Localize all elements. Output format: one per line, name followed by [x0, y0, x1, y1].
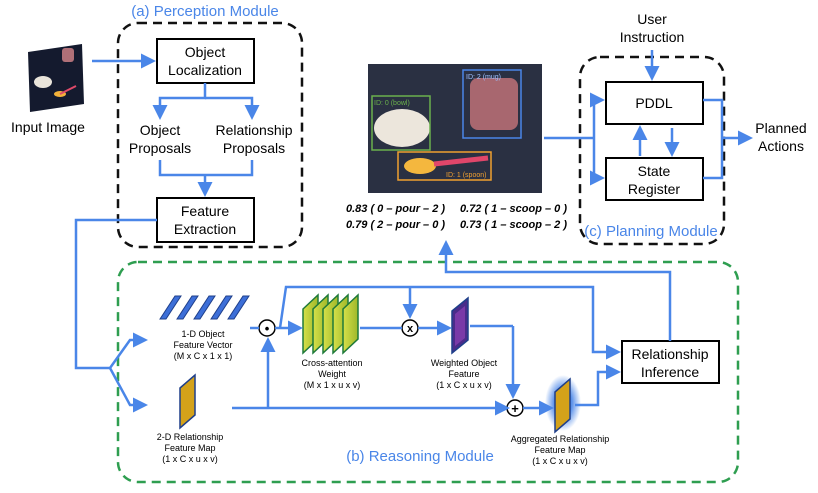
plus-operator-symbol: + — [511, 401, 519, 416]
aggregated-feature-map-line2: Feature Map — [534, 445, 585, 455]
planned-actions-line2: Actions — [758, 138, 804, 154]
object-feature-vector-line1: 1-D Object — [181, 329, 225, 339]
bbox-spoon — [397, 151, 492, 181]
weighted-object-feature-line3: (1 x C x u x v) — [436, 380, 492, 390]
detection-label-spoon: ID: 1 (spoon) — [446, 172, 486, 179]
aggregated-feature-map-icon — [545, 375, 581, 434]
score-2: 0.72 ( 1 – scoop – 0 ) — [460, 203, 567, 215]
reasoning-module-title: (b) Reasoning Module — [346, 448, 494, 465]
relationship-feature-map-line2: Feature Map — [164, 443, 215, 453]
relationship-inference-line1: Relationship — [631, 346, 708, 362]
cross-attention-line3: (M x 1 x u x v) — [304, 380, 361, 390]
relationship-feature-map-line3: (1 x C x u x v) — [162, 454, 218, 464]
relationship-proposals-line1: Relationship — [215, 122, 292, 138]
dot-operator-symbol: • — [265, 321, 270, 336]
reasoning-arrows — [232, 240, 672, 416]
score-4: 0.73 ( 1 – scoop – 2 ) — [460, 219, 567, 231]
object-localization-line2: Localization — [168, 62, 242, 78]
weighted-object-feature-line1: Weighted Object — [431, 358, 498, 368]
relationship-inference-line2: Inference — [641, 364, 700, 380]
relationship-proposals-line2: Proposals — [223, 140, 285, 156]
object-proposals-line2: Proposals — [129, 140, 191, 156]
perception-arrows — [74, 53, 260, 413]
bbox-mug — [462, 69, 522, 139]
pddl-label: PDDL — [635, 95, 673, 111]
pddl-box — [605, 81, 704, 125]
reasoning-module-box — [116, 260, 740, 484]
input-image-label: Input Image — [11, 119, 85, 135]
aggregated-feature-map-line3: (1 x C x u x v) — [532, 456, 588, 466]
planned-actions-line1: Planned — [755, 120, 806, 136]
object-feature-vector-icon — [159, 295, 250, 320]
weighted-object-feature-line2: Feature — [448, 369, 479, 379]
relationship-feature-map-icon — [179, 373, 196, 430]
detection-label-bowl: ID: 0 (bowl) — [374, 100, 410, 107]
cross-attention-line1: Cross-attention — [301, 358, 362, 368]
detection-label-mug: ID: 2 (mug) — [466, 74, 501, 81]
state-register-line2: Register — [628, 181, 680, 197]
user-instruction-line2: Instruction — [620, 29, 685, 45]
object-feature-vector-line2: Feature Vector — [173, 340, 232, 350]
relationship-inference-box — [621, 340, 720, 384]
detection-image: ID: 0 (bowl) ID: 2 (mug) ID: 1 (spoon) — [368, 64, 542, 193]
planning-module-title: (c) Planning Module — [584, 223, 717, 240]
state-register-box — [605, 157, 704, 201]
multiply-operator-symbol: x — [407, 323, 414, 335]
state-register-line1: State — [638, 163, 671, 179]
feature-extraction-line2: Extraction — [174, 221, 236, 237]
perception-module-title: (a) Perception Module — [131, 3, 279, 20]
relationship-feature-map-line1: 2-D Relationship — [157, 432, 224, 442]
user-instruction-line1: User — [637, 11, 667, 27]
bbox-bowl — [371, 95, 431, 151]
score-1: 0.83 ( 0 – pour – 2 ) — [346, 203, 445, 215]
score-3: 0.79 ( 2 – pour – 0 ) — [346, 219, 445, 231]
aggregated-feature-map-line1: Aggregated Relationship — [511, 434, 610, 444]
planning-arrows — [544, 50, 753, 186]
input-image-thumbnail — [28, 44, 84, 112]
cross-attention-stack-icon — [302, 293, 359, 355]
object-feature-vector-line3: (M x C x 1 x 1) — [174, 351, 233, 361]
weighted-object-feature-icon — [451, 296, 469, 355]
object-localization-line1: Object — [185, 44, 226, 60]
cross-attention-line2: Weight — [318, 369, 346, 379]
object-proposals-line1: Object — [140, 122, 181, 138]
feature-extraction-line1: Feature — [181, 203, 229, 219]
